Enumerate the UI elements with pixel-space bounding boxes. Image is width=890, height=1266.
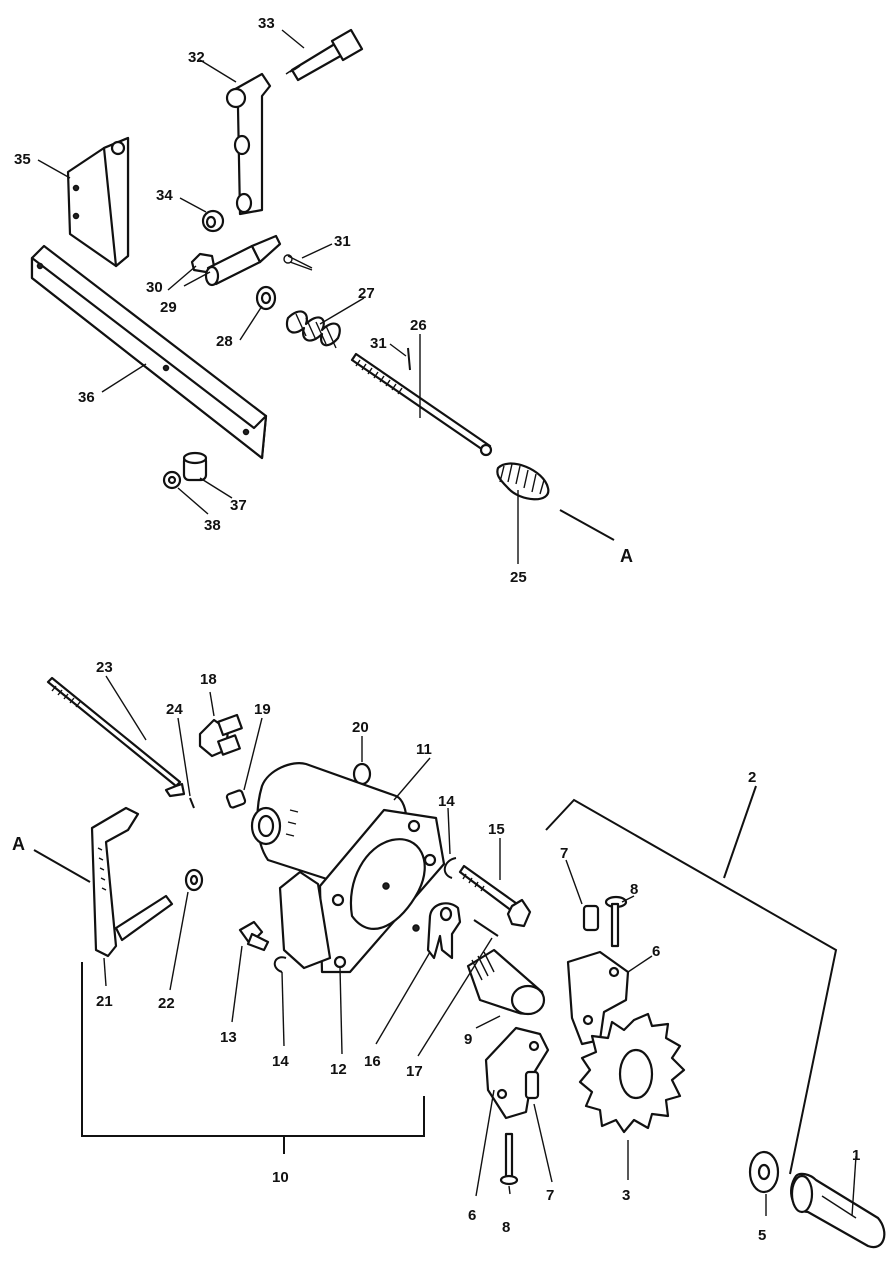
callout-32: 32 [188, 49, 205, 66]
part-36-bar [30, 244, 268, 460]
callout-23: 23 [96, 659, 113, 676]
callout-a-top: A [620, 546, 633, 566]
callout-25: 25 [510, 569, 527, 586]
callout-27: 27 [358, 285, 375, 302]
part-16-fork [426, 902, 462, 960]
callout-37: 37 [230, 497, 247, 514]
callout-12: 12 [330, 1061, 347, 1078]
part-12-gasket [278, 808, 446, 974]
part-35-bracket [66, 136, 130, 268]
callout-5: 5 [758, 1227, 766, 1244]
part-22-washer [184, 868, 204, 892]
part-28-washer [255, 285, 277, 311]
callout-8-upper: 8 [630, 881, 638, 898]
part-7-pin-upper [582, 904, 600, 932]
arrow-a-top [559, 509, 615, 541]
part-13-bolt [238, 920, 270, 952]
part-5-washer [748, 1150, 780, 1194]
part-9-shaft [466, 948, 546, 1016]
callout-28: 28 [216, 333, 233, 350]
part-34-collar [201, 209, 225, 233]
group-2-leader [723, 785, 757, 879]
group-2-bracket [545, 798, 838, 1175]
callout-11: 11 [416, 741, 432, 758]
top-leader-lines [37, 29, 519, 564]
part-23-rod [46, 676, 186, 798]
part-31-cotter-pin [283, 254, 313, 271]
part-19-plug [225, 789, 247, 809]
callout-24: 24 [166, 701, 183, 718]
part-1-shaft [790, 1172, 886, 1249]
part-6-bracket-upper [566, 950, 630, 1046]
callout-15: 15 [488, 821, 505, 838]
callout-3: 3 [622, 1187, 630, 1204]
callout-18: 18 [200, 671, 217, 688]
part-8-rivet-upper [604, 895, 628, 948]
part-38-washer [162, 470, 182, 490]
part-33-bolt [285, 28, 364, 82]
callout-labels: 33 32 35 34 31 30 29 28 27 31 26 36 37 3… [12, 15, 860, 1244]
bottom-leader-lines [103, 675, 857, 1217]
part-24-pin [189, 797, 195, 809]
callout-35: 35 [14, 151, 31, 168]
callout-34: 34 [156, 187, 173, 204]
callout-9: 9 [464, 1031, 472, 1048]
callout-29: 29 [160, 299, 177, 316]
callout-6-upper: 6 [652, 943, 660, 960]
part-26-rod [350, 352, 493, 457]
group-10-bracket [81, 962, 425, 1137]
callout-38: 38 [204, 517, 221, 534]
part-31-small-pin [407, 347, 411, 371]
callout-17: 17 [406, 1063, 423, 1080]
part-3-gear [578, 1012, 686, 1134]
part-17-pin [473, 919, 499, 937]
callout-7-lower: 7 [546, 1187, 554, 1204]
part-18-fitting [198, 713, 243, 758]
callout-a-bottom: A [12, 834, 25, 854]
part-29-pin [204, 234, 282, 287]
callout-10: 10 [272, 1169, 289, 1186]
callout-7-upper: 7 [560, 845, 568, 862]
callout-31-lower: 31 [370, 335, 387, 352]
part-37-bushing [182, 451, 208, 482]
callout-6-lower: 6 [468, 1207, 476, 1224]
callout-26: 26 [410, 317, 427, 334]
part-8-rivet-lower [499, 1132, 519, 1186]
callout-21: 21 [96, 993, 113, 1010]
part-15-bolt [458, 864, 532, 928]
part-14-clip-upper [443, 857, 457, 879]
callout-30: 30 [146, 279, 163, 296]
part-7-pin-lower [524, 1070, 540, 1100]
callout-36: 36 [78, 389, 95, 406]
callout-14-upper: 14 [438, 793, 455, 810]
callout-2: 2 [748, 769, 756, 786]
callout-19: 19 [254, 701, 271, 718]
part-14-clip-lower [273, 956, 287, 973]
callout-1: 1 [852, 1147, 860, 1164]
callout-13: 13 [220, 1029, 237, 1046]
arrow-a-bottom [33, 849, 91, 883]
callout-8-lower: 8 [502, 1219, 510, 1236]
callout-16: 16 [364, 1053, 381, 1070]
callout-31-upper: 31 [334, 233, 351, 250]
part-27-spring [285, 310, 341, 349]
callout-33: 33 [258, 15, 275, 32]
callout-22: 22 [158, 995, 175, 1012]
callout-20: 20 [352, 719, 369, 736]
part-25-spring [496, 462, 550, 501]
part-32-lever [225, 72, 272, 216]
callout-14-lower: 14 [272, 1053, 289, 1070]
part-21-lever [90, 806, 174, 958]
